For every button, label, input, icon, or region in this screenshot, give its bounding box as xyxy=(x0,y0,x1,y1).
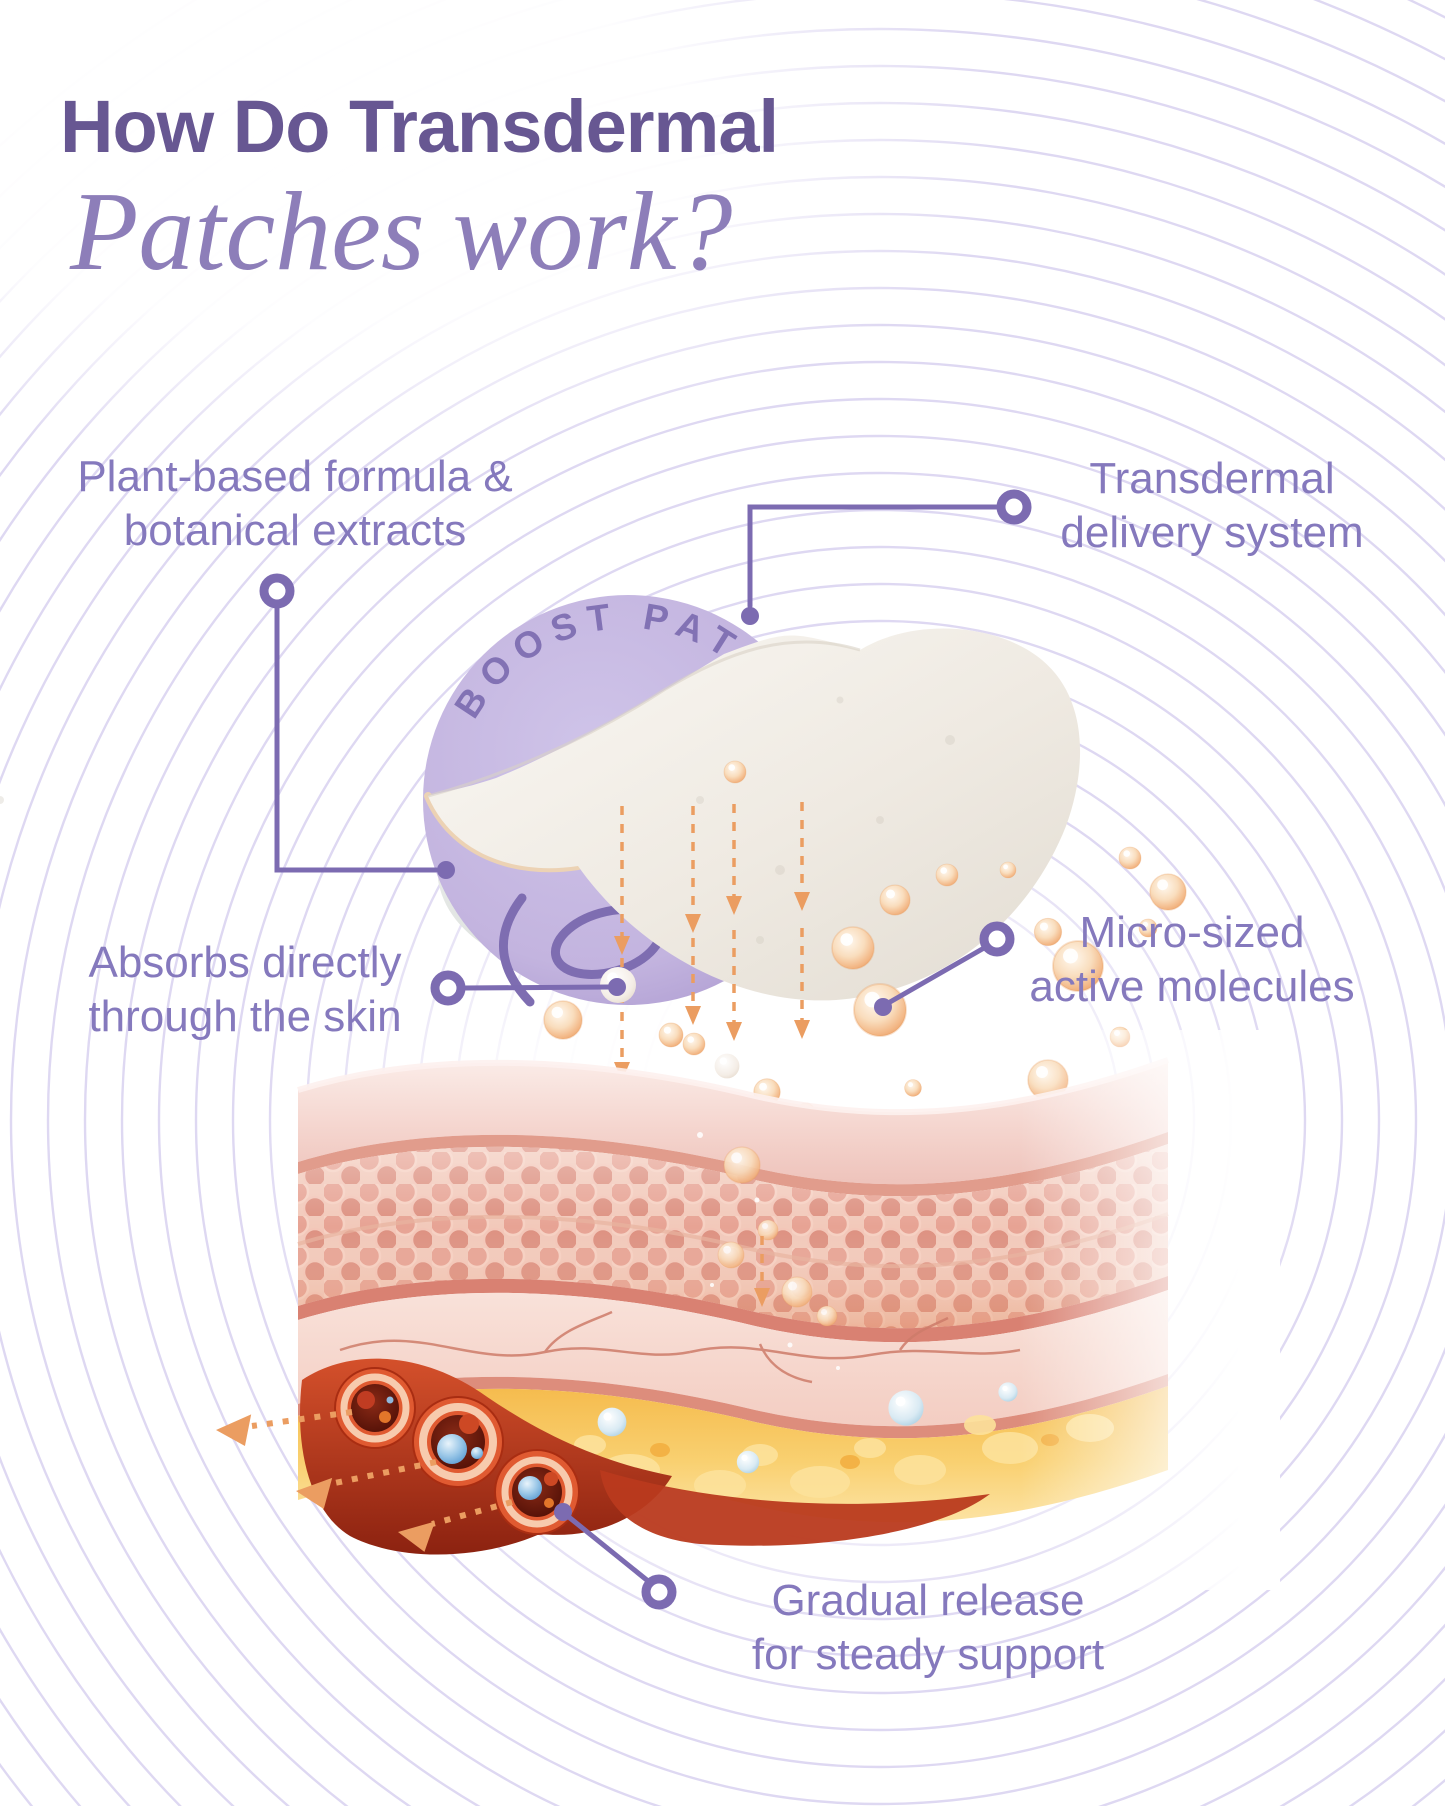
basement-ridge xyxy=(298,1276,1168,1343)
bloodstream-arrowheads xyxy=(216,1414,435,1552)
patch-backing xyxy=(428,628,1081,1001)
blood-vessels xyxy=(300,1358,990,1555)
callout-plant-line2: botanical extracts xyxy=(123,505,467,555)
callout-transdermal: Transdermal delivery system xyxy=(1060,452,1363,559)
callout-micro-line2: active molecules xyxy=(1029,961,1355,1011)
inner-glow-molecules xyxy=(697,1132,840,1370)
title-white-glow xyxy=(0,0,1010,470)
skin-cross-section xyxy=(216,1030,1280,1590)
callout-micro: Micro-sized active molecules xyxy=(1029,906,1354,1013)
vessel-tube-2 xyxy=(412,1396,504,1488)
skin-surface-highlight xyxy=(297,1057,1170,1116)
connector-rings xyxy=(259,489,1032,1610)
callout-connectors xyxy=(274,504,1001,1584)
page-subtitle: Patches work? xyxy=(70,170,733,294)
ripple-ring xyxy=(158,398,1445,1806)
gradual-connector xyxy=(567,1515,651,1584)
skin-surface xyxy=(298,1060,1168,1185)
callout-gradual-line2: for steady support xyxy=(751,1629,1105,1679)
epidermis-separator xyxy=(297,1212,1169,1269)
ripple-ring xyxy=(231,471,1445,1769)
micro-connector xyxy=(887,945,987,1005)
absorption-arrows xyxy=(620,802,804,1062)
vessel-body-right xyxy=(600,1470,990,1546)
callout-transdermal-line1: Transdermal xyxy=(1089,454,1335,503)
vessel-tube-1 xyxy=(334,1367,416,1449)
callout-plant-line1: Plant-based formula & xyxy=(77,452,513,501)
dermis-layer xyxy=(298,1290,1168,1427)
callout-micro-line1: Micro-sized xyxy=(1079,908,1305,957)
skin-right-fade xyxy=(1020,1030,1280,1590)
plant-connector xyxy=(274,602,439,873)
ripple-ring xyxy=(121,361,1445,1806)
connector-dots xyxy=(437,607,892,1521)
vessel-tube-3 xyxy=(494,1449,580,1535)
dermis-fat-ridge xyxy=(298,1374,1168,1439)
page-title: How Do Transdermal xyxy=(60,85,779,168)
callout-gradual: Gradual release for steady support xyxy=(752,1574,1104,1681)
ripple-ring xyxy=(195,435,1445,1805)
callout-absorbs: Absorbs directly through the skin xyxy=(88,936,401,1043)
callout-absorbs-line1: Absorbs directly xyxy=(88,938,402,987)
dermis-arrow xyxy=(754,1236,770,1307)
backing-edge xyxy=(427,640,861,798)
callout-absorbs-line2: through the skin xyxy=(88,991,402,1041)
callout-plant: Plant-based formula & botanical extracts xyxy=(77,450,512,557)
callout-gradual-line1: Gradual release xyxy=(771,1576,1085,1625)
epidermis-shading xyxy=(298,1144,1168,1329)
callout-transdermal-line2: delivery system xyxy=(1060,507,1364,557)
absorbs-connector xyxy=(461,984,611,991)
bloodstream-arrows xyxy=(251,1409,513,1527)
transdermal-connector xyxy=(747,504,1001,609)
dermis-capillaries xyxy=(339,1310,1021,1384)
